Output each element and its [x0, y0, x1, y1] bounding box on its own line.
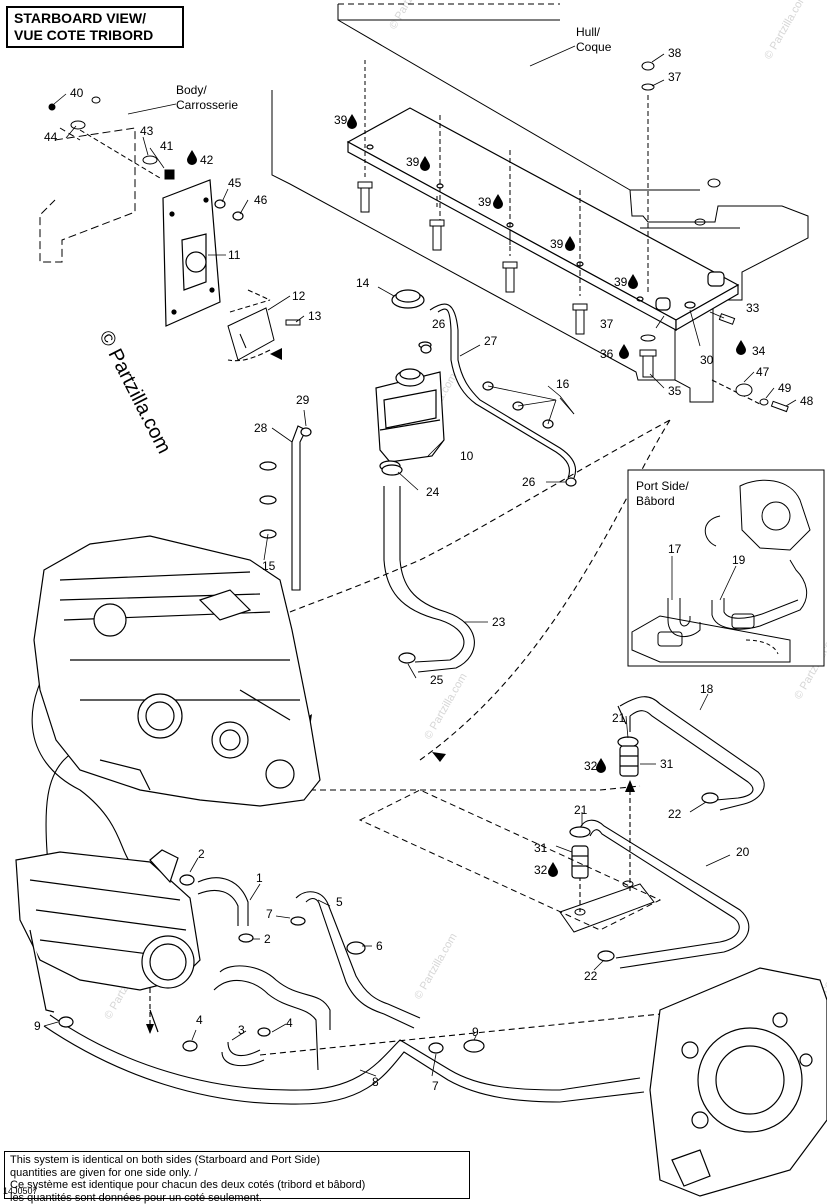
- body-label-fr: Carrosserie: [176, 98, 238, 112]
- note-line: This system is identical on both sides (…: [10, 1154, 464, 1167]
- view-title-box: STARBOARD VIEW/ VUE COTE TRIBORD: [6, 6, 184, 48]
- part-number: 39: [478, 195, 492, 209]
- hull-label-fr: Coque: [576, 40, 612, 54]
- part-number: 10: [460, 449, 474, 463]
- part-number: 37: [668, 70, 682, 84]
- part-number: 25: [430, 673, 444, 687]
- watermark-faint: © Partzilla.com: [762, 0, 809, 61]
- part-number: 7: [266, 907, 273, 921]
- part-number: 21: [574, 803, 588, 817]
- clip-bracket: [228, 300, 300, 360]
- part-number: 4: [196, 1013, 203, 1027]
- part-number: 8: [372, 1075, 379, 1089]
- port-side-label-en: Port Side/: [636, 479, 689, 493]
- part-number: 31: [534, 841, 548, 855]
- watermark: © Partzilla.com: [94, 327, 175, 457]
- part-number: 46: [254, 193, 268, 207]
- part-number: 21: [612, 711, 626, 725]
- note-line: quantities are given for one side only. …: [10, 1167, 464, 1180]
- part-number: 6: [376, 939, 383, 953]
- part-number: 13: [308, 309, 322, 323]
- part-number: 4: [286, 1016, 293, 1030]
- part-number: 29: [296, 393, 310, 407]
- part-number: 20: [736, 845, 750, 859]
- part-number: 17: [668, 542, 682, 556]
- part-number: 31: [660, 757, 674, 771]
- part-number: 37: [600, 317, 614, 331]
- part-number: 27: [484, 334, 498, 348]
- part-number: 33: [746, 301, 760, 315]
- part-number: 44: [44, 130, 58, 144]
- part-number: 22: [584, 969, 598, 983]
- part-number: 34: [752, 344, 766, 358]
- part-number: 14: [356, 276, 370, 290]
- part-number: 24: [426, 485, 440, 499]
- note-box: This system is identical on both sides (…: [4, 1151, 470, 1199]
- part-number: 39: [614, 275, 628, 289]
- diagram-code: 14J0507: [3, 1186, 38, 1196]
- part-number: 39: [406, 155, 420, 169]
- part-number: 45: [228, 176, 242, 190]
- part-number: 49: [778, 381, 792, 395]
- part-number: 2: [198, 847, 205, 861]
- part-number: 43: [140, 124, 154, 138]
- pump-housing: [650, 968, 827, 1196]
- part-number: 9: [34, 1019, 41, 1033]
- part-number: 32: [584, 759, 598, 773]
- part-number: 16: [556, 377, 570, 391]
- note-line: les quantités sont données pour un coté …: [10, 1192, 464, 1204]
- part-number: 22: [668, 807, 682, 821]
- part-number: 3: [238, 1023, 245, 1037]
- part-number: 12: [292, 289, 306, 303]
- note-line: Ce système est identique pour chacun des…: [10, 1179, 464, 1192]
- part-number: 39: [334, 113, 348, 127]
- part-number: 11: [228, 248, 241, 262]
- part-number: 32: [534, 863, 548, 877]
- part-number: 5: [336, 895, 343, 909]
- part-number: 23: [492, 615, 506, 629]
- part-number: 19: [732, 553, 746, 567]
- part-number: 48: [800, 394, 814, 408]
- part-number: 47: [756, 365, 770, 379]
- part-number: 26: [522, 475, 536, 489]
- part-number: 1: [256, 871, 263, 885]
- part-number: 28: [254, 421, 268, 435]
- part-number: 35: [668, 384, 682, 398]
- watermark-faint: © Partzilla.com: [387, 0, 434, 32]
- lower-plate: [360, 790, 660, 932]
- engine-block: [34, 536, 320, 806]
- port-side-label-fr: Bâbord: [636, 494, 675, 508]
- hull-label-en: Hull/: [576, 25, 601, 39]
- part-number: 18: [700, 682, 714, 696]
- part-number: 15: [262, 559, 276, 573]
- view-title-en: STARBOARD VIEW/: [14, 10, 176, 27]
- part-number: 39: [550, 237, 564, 251]
- part-number: 36: [600, 347, 614, 361]
- part-number: 2: [264, 932, 271, 946]
- view-title-fr: VUE COTE TRIBORD: [14, 27, 176, 44]
- part-number: 9: [472, 1025, 479, 1039]
- part-number: 30: [700, 353, 714, 367]
- watermark-faint: © Partzilla.com: [412, 931, 459, 1001]
- body-label-en: Body/: [176, 83, 207, 97]
- part-number: 38: [668, 46, 682, 60]
- part-number: 42: [200, 153, 214, 167]
- part-number: 41: [160, 139, 174, 153]
- body-panel: [40, 104, 174, 262]
- part-number: 26: [432, 317, 446, 331]
- part-number: 40: [70, 86, 84, 100]
- part-number: 7: [432, 1079, 439, 1093]
